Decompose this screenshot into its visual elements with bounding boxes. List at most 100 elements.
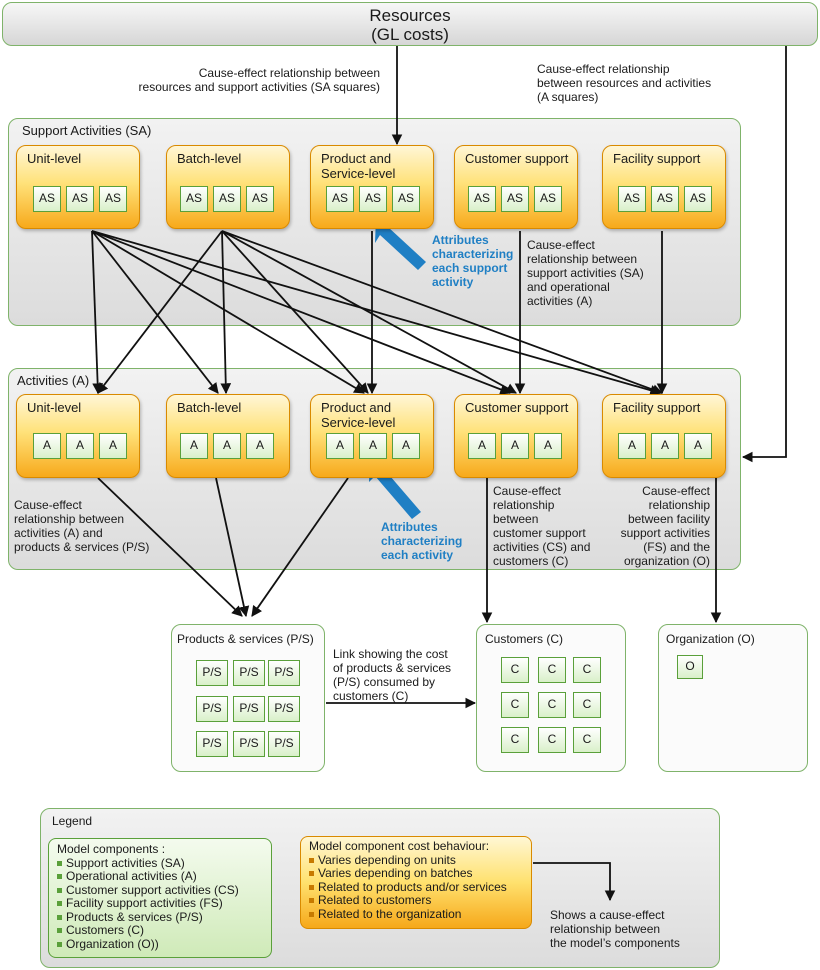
a-square: A [359,433,387,459]
a-facility-support-title: Facility support [613,400,701,415]
c-square: C [573,657,601,683]
legend-component-item: Support activities (SA) [57,856,263,871]
as-square: AS [246,186,274,212]
a-square: A [684,433,712,459]
a-square: A [534,433,562,459]
a-batch-level-box: Batch-level A A A [166,394,290,478]
ps-square: P/S [233,696,265,722]
o-square: O [677,655,703,679]
sa-to-a-note: Cause-effect relationship between suppor… [527,238,644,308]
sa-facility-support-title: Facility support [613,151,701,166]
customers-title: Customers (C) [485,632,564,646]
ps-square: P/S [233,660,265,686]
a-square: A [246,433,274,459]
as-square: AS [99,186,127,212]
as-square: AS [33,186,61,212]
ps-to-customers-note: Link showing the cost of products & serv… [333,647,452,703]
legend-title: Legend [52,814,93,828]
sa-batch-level-title: Batch-level [177,151,242,166]
sa-product-service-level-box: Product and Service-level AS AS AS [310,145,434,229]
sa-customer-support-title: Customer support [465,151,569,166]
as-square: AS [501,186,529,212]
legend-components-box: Model components : Support activities (S… [48,838,272,958]
ps-square: P/S [268,731,300,757]
resources-to-sa-note: Cause-effect relationship between resour… [138,66,380,94]
organization-panel [658,624,808,772]
cs-to-customers-note: Cause-effect relationship between custom… [493,484,591,568]
a-square: A [618,433,646,459]
products-services-title: Products & services (P/S) [177,632,314,646]
c-square: C [573,692,601,718]
sa-customer-support-box: Customer support AS AS AS [454,145,578,229]
a-square: A [326,433,354,459]
resources-box: Resources (GL costs) [2,2,818,46]
sa-batch-level-box: Batch-level AS AS AS [166,145,290,229]
a-square: A [180,433,208,459]
a-square: A [468,433,496,459]
sa-attributes-note: Attributes characterizing each support a… [432,233,514,289]
sa-product-service-level-title: Product and Service-level [321,151,396,181]
a-square: A [66,433,94,459]
arrow-resources-to-activities [741,46,787,463]
legend-behaviour-item: Varies depending on batches [309,866,523,881]
c-square: C [538,727,566,753]
a-product-service-level-title: Product and Service-level [321,400,396,430]
legend-component-item: Facility support activities (FS) [57,896,263,911]
ps-square: P/S [268,696,300,722]
a-batch-level-title: Batch-level [177,400,242,415]
a-square: A [213,433,241,459]
resources-title: Resources [369,6,451,25]
a-to-ps-note: Cause-effect relationship between activi… [14,498,150,554]
legend-component-item: Operational activities (A) [57,869,263,884]
a-product-service-level-box: Product and Service-level A A A [310,394,434,478]
sa-unit-level-title: Unit-level [27,151,82,166]
resources-to-a-note: Cause-effect relationship between resour… [537,62,712,104]
a-square: A [392,433,420,459]
legend-components-title: Model components : [57,842,166,856]
a-unit-level-title: Unit-level [27,400,82,415]
organization-title: Organization (O) [666,632,755,646]
as-square: AS [468,186,496,212]
as-square: AS [326,186,354,212]
legend-component-item: Customers (C) [57,923,263,938]
fs-to-organization-note: Cause-effect relationship between facili… [620,484,710,568]
as-square: AS [392,186,420,212]
support-activities-title: Support Activities (SA) [22,123,152,138]
a-square: A [99,433,127,459]
legend-component-item: Customer support activities (CS) [57,883,263,898]
sa-facility-support-box: Facility support AS AS AS [602,145,726,229]
as-square: AS [534,186,562,212]
legend-behaviour-item: Related to the organization [309,907,523,922]
legend-arrow-note: Shows a cause-effect relationship betwee… [550,908,680,950]
as-square: AS [66,186,94,212]
a-customer-support-box: Customer support A A A [454,394,578,478]
legend-behaviour-box: Model component cost behaviour: Varies d… [300,836,532,929]
ps-square: P/S [268,660,300,686]
ps-square: P/S [196,696,228,722]
sa-unit-level-box: Unit-level AS AS AS [16,145,140,229]
as-square: AS [618,186,646,212]
resources-subtitle: (GL costs) [371,25,449,44]
c-square: C [501,727,529,753]
ps-square: P/S [196,731,228,757]
legend-component-item: Products & services (P/S) [57,910,263,925]
a-square: A [33,433,61,459]
c-square: C [573,727,601,753]
c-square: C [501,692,529,718]
c-square: C [501,657,529,683]
a-attributes-note: Attributes characterizing each activity [381,520,463,562]
a-square: A [501,433,529,459]
a-customer-support-title: Customer support [465,400,569,415]
legend-behaviour-item: Related to products and/or services [309,880,523,895]
legend-component-item: Organization (O)) [57,937,263,952]
c-square: C [538,692,566,718]
as-square: AS [180,186,208,212]
ps-square: P/S [233,731,265,757]
legend-behaviour-title: Model component cost behaviour: [309,839,490,853]
ps-square: P/S [196,660,228,686]
legend-behaviour-item: Varies depending on units [309,853,523,868]
c-square: C [538,657,566,683]
legend-behaviour-item: Related to customers [309,893,523,908]
a-unit-level-box: Unit-level A A A [16,394,140,478]
activities-title: Activities (A) [17,373,90,388]
